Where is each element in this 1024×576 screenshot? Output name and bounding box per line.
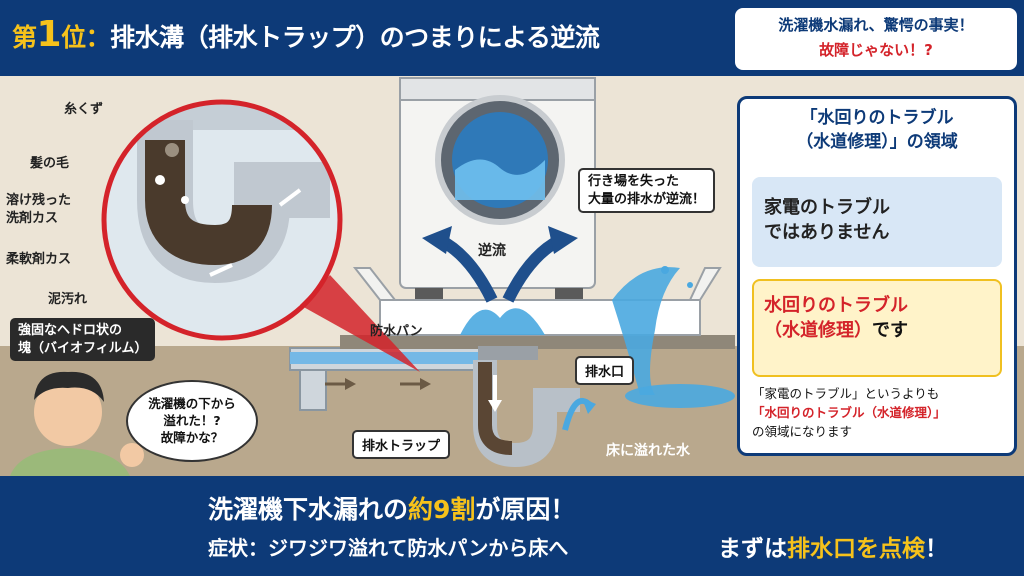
note-line-3: の領域になります <box>752 423 853 439</box>
label-overflow-note: 行き場を失った 大量の排水が逆流！ <box>578 168 716 214</box>
drain-trap-sludge <box>478 362 513 455</box>
rank-number: 1 <box>36 14 62 55</box>
label-floor-water: 床に溢れた水 <box>606 443 690 459</box>
speech-bubble: 洗濯機の下から 溢れた！? 故障かな？ <box>126 380 258 462</box>
bottom-headline-c: が原因！ <box>475 495 576 524</box>
label-biofilm-line-1: 強固なヘドロ状の <box>18 323 123 338</box>
bottom-action: まずは排水口を点検！ <box>718 529 948 563</box>
drain-flow-arrowhead <box>488 400 502 412</box>
card2-line-2: （水道修理） <box>764 320 872 342</box>
subtitle-line-1: 洗濯機水漏れ、驚愕の事実！ <box>778 16 974 34</box>
bottom-headline-highlight: 約9割 <box>408 495 476 524</box>
speech-line-1: 洗濯機の下から <box>148 396 236 411</box>
label-overflow-note-line-2: 大量の排水が逆流！ <box>588 191 706 207</box>
machine-foot-right <box>555 288 583 302</box>
backflow-arrowhead-left <box>422 226 452 254</box>
person-head <box>34 378 102 446</box>
card2-line-1: 水回りのトラブル <box>764 295 908 316</box>
drain-backflow-arrowhead <box>582 398 596 414</box>
label-biofilm: 強固なヘドロ状の 塊（バイオフィルム） <box>10 318 156 362</box>
flow-arrowhead-2 <box>420 378 431 390</box>
speech-bubble-text: 洗濯機の下から 溢れた！? 故障かな？ <box>128 396 256 447</box>
zoom-lint <box>165 143 179 157</box>
card-plumbing-text: 水回りのトラブル （水道修理）です <box>764 293 908 343</box>
label-lint: 糸くず <box>64 102 104 117</box>
subtitle-box: 洗濯機水漏れ、驚愕の事実！ 故障じゃない！? <box>735 8 1017 70</box>
zoom-flow-arrow <box>278 188 302 207</box>
speech-line-2: 溢れた！? <box>163 412 221 428</box>
person-hair <box>34 371 104 402</box>
floor-pipe-water <box>290 352 480 364</box>
rank-suffix: 位 <box>61 23 86 52</box>
bottom-action-highlight: 排水口を点検 <box>787 536 925 562</box>
bottom-headline-a: 洗濯機下水漏れの <box>208 495 409 524</box>
note-line-2: 「水回りのトラブル（水道修理）」 <box>752 404 946 420</box>
bottom-symptom: 症状：ジワジワ溢れて防水パンから床へ <box>208 536 569 560</box>
bottom-banner: 洗濯機下水漏れの約9割が原因！ 症状：ジワジワ溢れて防水パンから床へ まずは排水… <box>0 476 1024 576</box>
card-not-appliance-text: 家電のトラブル ではありません <box>764 195 890 245</box>
panel-note: 「家電のトラブル」というよりも 「水回りのトラブル（水道修理）」 の領域になりま… <box>752 385 946 441</box>
label-detergent: 溶け残った 洗剤カス <box>6 192 71 227</box>
machine-foot-left <box>415 288 443 302</box>
header-banner: 第1位：排水溝（排水トラップ）のつまりによる逆流 洗濯機水漏れ、驚愕の事実！ 故… <box>0 0 1024 76</box>
label-backflow: 逆流 <box>478 243 506 259</box>
rank-prefix: 第 <box>12 23 37 52</box>
note-line-1: 「家電のトラブル」というよりも <box>752 386 940 401</box>
label-hair: 髪の毛 <box>30 156 70 171</box>
panel-title-line-2: （水道修理）」の領域 <box>796 131 958 152</box>
drum-wave <box>455 159 545 200</box>
page-title: 第1位：排水溝（排水トラップ）のつまりによる逆流 <box>12 14 600 55</box>
zoom-sludge <box>145 140 272 266</box>
floor-puddle <box>625 384 735 408</box>
floor-pipe-elbow <box>299 369 327 411</box>
title-main: 排水溝（排水トラップ）のつまりによる逆流 <box>110 23 600 52</box>
panel-title-line-1: 「水回りのトラブル <box>800 108 954 128</box>
label-drain-trap: 排水トラップ <box>352 430 451 459</box>
droplet <box>661 266 669 274</box>
card1-line-1: 家電のトラブル <box>764 197 890 218</box>
title-colon: ： <box>85 23 111 52</box>
zoom-flow-arrow-2 <box>209 263 233 277</box>
label-dirt: 泥汚れ <box>48 292 88 307</box>
zoom-residue <box>155 175 165 185</box>
drain-outlet-flange <box>478 346 538 360</box>
bottom-headline: 洗濯機下水漏れの約9割が原因！ <box>208 490 575 526</box>
zoom-circle-border <box>101 99 343 341</box>
speech-line-3: 故障かな？ <box>160 429 224 445</box>
flow-arrowhead-1 <box>345 378 356 390</box>
zoom-residue <box>181 196 189 204</box>
card1-line-2: ではありません <box>764 222 890 244</box>
bottom-action-a: まずは <box>718 536 787 562</box>
backflow-arrowhead-right <box>548 226 578 254</box>
droplet <box>687 282 693 288</box>
subtitle-line-2: 故障じゃない！? <box>819 41 933 59</box>
label-biofilm-line-2: 塊（バイオフィルム） <box>18 340 148 356</box>
label-waterproof-pan: 防水パン <box>370 324 423 339</box>
label-detergent-line-2: 洗剤カス <box>6 210 59 226</box>
label-detergent-line-1: 溶け残った <box>6 193 72 208</box>
person-hand <box>120 443 144 467</box>
person-body <box>10 448 130 476</box>
label-overflow-note-line-1: 行き場を失った <box>588 174 680 189</box>
splash-center <box>460 308 545 335</box>
card-plumbing: 水回りのトラブル （水道修理）です <box>752 279 1002 377</box>
label-softener: 柔軟剤カス <box>6 252 72 267</box>
card2-suffix: です <box>872 320 908 342</box>
info-panel: 「水回りのトラブル （水道修理）」の領域 家電のトラブル ではありません 水回り… <box>737 96 1017 456</box>
bottom-action-c: ！ <box>925 536 948 562</box>
overflow-stream <box>612 267 680 395</box>
label-drain-outlet: 排水口 <box>575 356 635 385</box>
panel-title: 「水回りのトラブル （水道修理）」の領域 <box>740 107 1014 155</box>
zoom-pointer <box>300 275 420 372</box>
card-not-appliance: 家電のトラブル ではありません <box>752 177 1002 267</box>
